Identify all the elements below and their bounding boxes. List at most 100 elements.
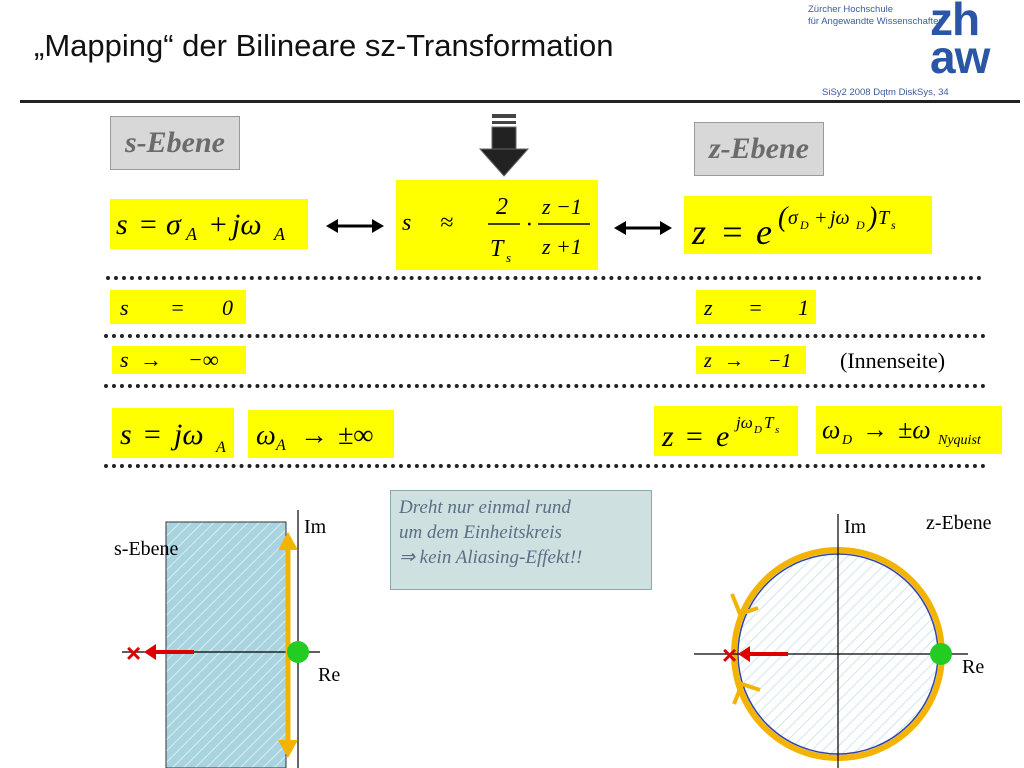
zhaw-logo: zh aw xyxy=(930,0,990,83)
svg-text:z: z xyxy=(703,350,712,372)
svg-text:s: s xyxy=(120,347,129,372)
z-neg-one-equation: z → −1 xyxy=(696,346,806,374)
svg-text:1: 1 xyxy=(798,295,809,320)
z-plane-label: z-Ebene xyxy=(694,122,824,176)
dotted-separator xyxy=(104,464,986,468)
svg-text:±∞: ±∞ xyxy=(338,420,373,451)
svg-text:(: ( xyxy=(778,202,789,233)
svg-text:z: z xyxy=(541,234,551,259)
svg-text:=: = xyxy=(142,418,162,451)
svg-text:s: s xyxy=(120,418,132,451)
dotted-separator xyxy=(104,384,986,388)
s-plane-label: s-Ebene xyxy=(110,116,240,170)
double-arrow-left-icon xyxy=(326,219,384,233)
dotted-separator xyxy=(104,334,986,338)
z-plane-re-label: Re xyxy=(962,656,985,678)
svg-text:−1: −1 xyxy=(556,194,582,219)
svg-text:≈: ≈ xyxy=(440,210,453,236)
svg-text:=: = xyxy=(748,295,763,320)
svg-text:D: D xyxy=(753,424,762,436)
page-title: „Mapping“ der Bilineare sz-Transformatio… xyxy=(34,28,614,63)
svg-text:→: → xyxy=(724,350,744,372)
z-plane-diagram: × xyxy=(694,514,968,768)
svg-text:0: 0 xyxy=(222,295,233,320)
svg-text:A: A xyxy=(185,224,198,244)
z-definition-equation: z = e ( σ D + jω D ) T s xyxy=(684,196,932,254)
svg-text:A: A xyxy=(273,224,286,244)
transform-equation: s ≈ 2 T s · z −1 z +1 xyxy=(396,180,598,270)
s-neg-inf-equation: s → −∞ xyxy=(112,346,246,374)
note-line-1: Dreht nur einmal rund xyxy=(399,497,571,518)
s-definition-formula: s = σ A + jω A xyxy=(116,208,286,244)
svg-text:z: z xyxy=(541,194,551,219)
wd-nyquist-equation: ω D → ±ω Nyquist xyxy=(816,406,1002,454)
svg-text:D: D xyxy=(841,433,852,448)
wd-nyquist-formula: ω D → ±ω Nyquist xyxy=(822,415,982,448)
double-arrow-right-icon xyxy=(614,221,672,235)
svg-text:·: · xyxy=(526,212,532,238)
chevron-down xyxy=(732,681,761,705)
svg-text:Nyquist: Nyquist xyxy=(937,433,982,448)
svg-text:σ: σ xyxy=(166,208,182,241)
svg-text:+: + xyxy=(814,207,828,229)
svg-text:A: A xyxy=(215,439,226,456)
left-half-plane-region xyxy=(165,521,287,768)
s-plane-im-label: Im xyxy=(304,516,327,538)
z-plane-im-label: Im xyxy=(844,516,867,538)
svg-text:e: e xyxy=(716,420,729,453)
header-rule xyxy=(20,100,1020,103)
svg-text:z: z xyxy=(661,420,674,453)
svg-text:D: D xyxy=(799,218,809,232)
slide-reference: SiSy2 2008 Dqtm DiskSys, 34 xyxy=(822,87,949,98)
svg-text:s: s xyxy=(891,218,896,232)
svg-text:2: 2 xyxy=(496,194,508,220)
svg-text:s: s xyxy=(402,210,411,236)
up-arrowhead xyxy=(278,532,298,550)
wa-inf-equation: ω A → ±∞ xyxy=(248,410,394,458)
s-plane-re-label: Re xyxy=(318,664,341,686)
svg-text:±ω: ±ω xyxy=(898,415,931,444)
z-plane-diagram-title: z-Ebene xyxy=(926,512,992,534)
z-one-point xyxy=(930,643,952,665)
s-jw-formula: s = jω A xyxy=(120,418,226,456)
svg-text:s: s xyxy=(120,295,129,320)
svg-text:A: A xyxy=(275,437,286,454)
svg-text:s: s xyxy=(506,250,511,265)
svg-text:s: s xyxy=(775,424,779,436)
svg-text:→: → xyxy=(862,415,888,444)
z-definition-formula: z = e ( σ D + jω D ) T s xyxy=(691,202,896,252)
cross-mark: × xyxy=(722,640,737,670)
aliasing-note: Dreht nur einmal rund um dem Einheitskre… xyxy=(390,490,652,590)
s-zero-formula: s = 0 xyxy=(120,295,233,320)
svg-text:+1: +1 xyxy=(556,234,582,259)
z-one-equation: z = 1 xyxy=(696,290,816,324)
note-line-3: ⇒ kein Aliasing-Effekt!! xyxy=(399,547,583,568)
z-unit-formula: z = e jω D T s xyxy=(661,413,779,453)
origin-point xyxy=(287,641,309,663)
down-arrow-icon xyxy=(478,114,530,177)
svg-text:D: D xyxy=(855,218,865,232)
svg-text:jω: jω xyxy=(734,413,753,432)
transform-formula: s ≈ 2 T s · z −1 z +1 xyxy=(402,194,590,265)
s-definition-equation: s = σ A + jω A xyxy=(110,199,308,249)
svg-text:T: T xyxy=(878,207,891,229)
svg-text:z: z xyxy=(691,212,706,252)
s-zero-equation: s = 0 xyxy=(110,290,246,324)
s-plane-diagram-title: s-Ebene xyxy=(114,538,179,560)
svg-text:→: → xyxy=(140,347,162,372)
svg-text:=: = xyxy=(138,208,158,241)
svg-text:jω: jω xyxy=(228,208,262,241)
svg-text:−1: −1 xyxy=(768,350,792,372)
down-arrowhead xyxy=(278,740,298,758)
svg-text:=: = xyxy=(720,212,744,252)
svg-text:+: + xyxy=(208,208,228,241)
z-unit-equation: z = e jω D T s xyxy=(654,406,798,456)
svg-text:T: T xyxy=(764,413,775,432)
svg-text:=: = xyxy=(684,420,704,453)
institution-name: Zürcher Hochschule für Angewandte Wissen… xyxy=(808,4,944,27)
innenseite-label: (Innenseite) xyxy=(840,348,946,373)
dotted-separator xyxy=(106,276,982,280)
svg-text:e: e xyxy=(756,212,772,252)
svg-text:ω: ω xyxy=(256,420,276,451)
svg-text:=: = xyxy=(170,295,185,320)
